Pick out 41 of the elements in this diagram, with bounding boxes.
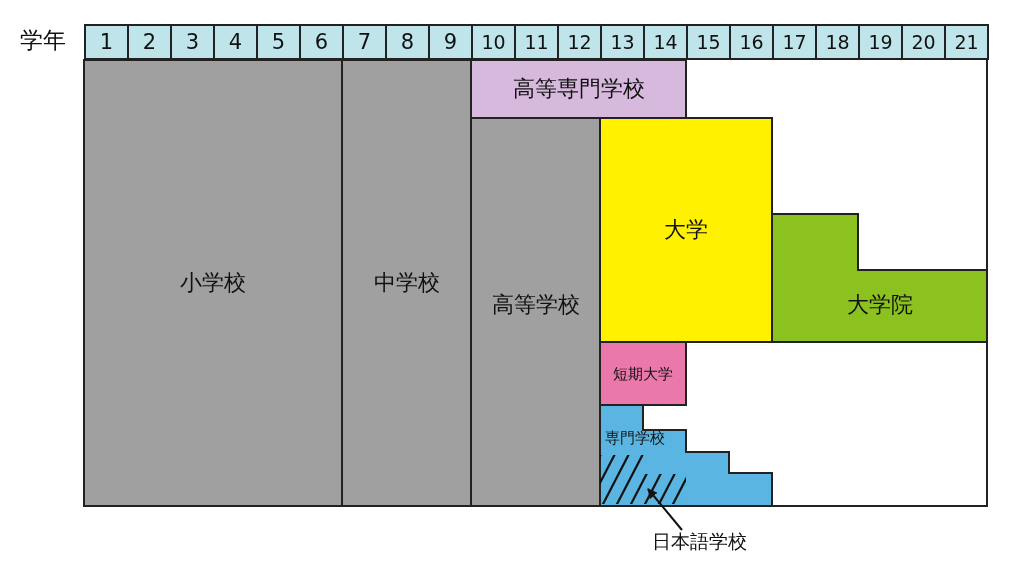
school-block — [600, 342, 686, 405]
year-cell: 20 — [901, 24, 946, 60]
year-cell: 13 — [600, 24, 645, 60]
year-cell: 16 — [729, 24, 774, 60]
school-label: 高等専門学校 — [512, 76, 645, 102]
school-block — [342, 60, 471, 506]
school-block — [471, 118, 600, 506]
hatched-area — [600, 452, 686, 506]
year-cell: 8 — [385, 24, 430, 60]
year-cell: 4 — [213, 24, 258, 60]
year-cell: 11 — [514, 24, 559, 60]
leader-arrow — [647, 488, 683, 531]
school-label: 短期大学 — [613, 365, 673, 382]
school-label: 小学校 — [180, 270, 246, 296]
year-cell: 5 — [256, 24, 301, 60]
year-cell: 2 — [127, 24, 172, 60]
school-label: 高等学校 — [491, 292, 580, 318]
callout-label: 日本語学校 — [652, 528, 772, 554]
year-cell: 17 — [772, 24, 817, 60]
year-cell: 14 — [643, 24, 688, 60]
year-cell: 7 — [342, 24, 387, 60]
school-label: 大学 — [664, 217, 708, 243]
year-cell: 21 — [944, 24, 989, 60]
year-cell: 19 — [858, 24, 903, 60]
year-cell: 12 — [557, 24, 602, 60]
school-block — [84, 60, 342, 506]
year-cell: 10 — [471, 24, 516, 60]
school-block — [772, 214, 987, 342]
year-cell: 18 — [815, 24, 860, 60]
school-block — [600, 405, 772, 506]
axis-title: 学年 — [20, 28, 66, 54]
school-label: 専門学校 — [605, 430, 665, 447]
school-label: 大学院 — [846, 292, 913, 318]
year-cell: 15 — [686, 24, 731, 60]
year-cell: 9 — [428, 24, 473, 60]
school-label: 中学校 — [373, 270, 440, 296]
school-block — [600, 118, 772, 342]
school-block — [471, 60, 686, 118]
year-cell: 6 — [299, 24, 344, 60]
year-cell: 1 — [84, 24, 129, 60]
year-cell: 3 — [170, 24, 215, 60]
